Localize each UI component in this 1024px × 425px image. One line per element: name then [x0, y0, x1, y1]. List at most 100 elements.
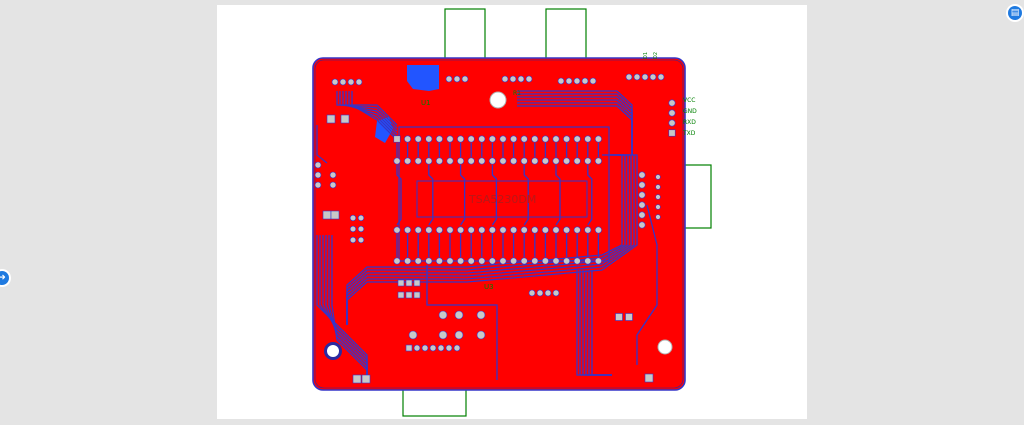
pad [478, 135, 486, 143]
pad [435, 135, 443, 143]
pad [563, 135, 571, 143]
trace [346, 154, 629, 325]
pad [499, 135, 507, 143]
trace [591, 270, 612, 376]
trace [346, 154, 635, 325]
pad [657, 73, 665, 81]
pad-square [405, 344, 413, 352]
pad [357, 236, 365, 244]
pad [488, 226, 496, 234]
pad [531, 135, 539, 143]
trace [426, 265, 498, 380]
u3-label: U3 [484, 283, 494, 291]
trace [428, 165, 434, 226]
pad [581, 77, 589, 85]
pad [457, 157, 465, 165]
pad [655, 194, 661, 200]
pad [552, 257, 560, 265]
pad [594, 135, 602, 143]
pad [525, 75, 533, 83]
pad [457, 226, 465, 234]
pad [563, 226, 571, 234]
pad [435, 157, 443, 165]
pad [314, 161, 322, 169]
pad [541, 135, 549, 143]
pad [541, 257, 549, 265]
pad [446, 257, 454, 265]
trace [345, 91, 398, 135]
pad [638, 201, 646, 209]
pad [467, 257, 475, 265]
arrow-right-icon[interactable]: ➜ [0, 271, 9, 285]
pad [414, 157, 422, 165]
pad [510, 157, 518, 165]
pad [413, 344, 421, 352]
mounting-hole-top [489, 91, 507, 109]
trace [336, 91, 398, 126]
pad [329, 181, 337, 189]
pad [393, 157, 401, 165]
uart-label-gnd: GND [683, 108, 697, 115]
pad [668, 109, 676, 117]
pad [563, 257, 571, 265]
mounting-hole-bottom-right [657, 339, 673, 355]
trace [342, 91, 398, 132]
pad [520, 135, 528, 143]
pad [552, 289, 560, 297]
pad [655, 214, 661, 220]
pad [467, 135, 475, 143]
pad [563, 157, 571, 165]
pad [655, 184, 661, 190]
pad-square [644, 373, 654, 383]
pad [531, 157, 539, 165]
pad [425, 226, 433, 234]
pad [584, 135, 592, 143]
pad [536, 289, 544, 297]
pad [565, 77, 573, 85]
trace [396, 165, 402, 226]
pad [649, 73, 657, 81]
pad [467, 157, 475, 165]
pad [404, 135, 412, 143]
pad [589, 77, 597, 85]
pad [573, 77, 581, 85]
uart-label-txd: TXD [682, 130, 696, 137]
pad [541, 226, 549, 234]
pad [404, 226, 412, 234]
pad [584, 257, 592, 265]
pad [349, 214, 357, 222]
pad [501, 75, 509, 83]
trace [339, 91, 398, 129]
pad [446, 226, 454, 234]
pad [421, 344, 429, 352]
pad [357, 225, 365, 233]
pad [457, 257, 465, 265]
pad [331, 78, 339, 86]
pad [478, 226, 486, 234]
pad [509, 75, 517, 83]
pad [594, 257, 602, 265]
trace [316, 125, 328, 164]
pad [594, 226, 602, 234]
pad-square [361, 374, 371, 384]
pad [668, 119, 676, 127]
pad [573, 226, 581, 234]
document-icon[interactable]: ▤ [1008, 6, 1022, 20]
pad [349, 225, 357, 233]
pad-square [326, 114, 336, 124]
pad [668, 99, 676, 107]
trace [346, 154, 638, 325]
pad [552, 135, 560, 143]
pad-square [330, 210, 340, 220]
pad [638, 171, 646, 179]
pad [453, 344, 461, 352]
pad [414, 226, 422, 234]
pad [339, 78, 347, 86]
pad [404, 157, 412, 165]
pad [638, 191, 646, 199]
pad [467, 226, 475, 234]
u1-label: U1 [421, 99, 431, 107]
pad [573, 257, 581, 265]
pad [476, 330, 486, 340]
pad [638, 221, 646, 229]
